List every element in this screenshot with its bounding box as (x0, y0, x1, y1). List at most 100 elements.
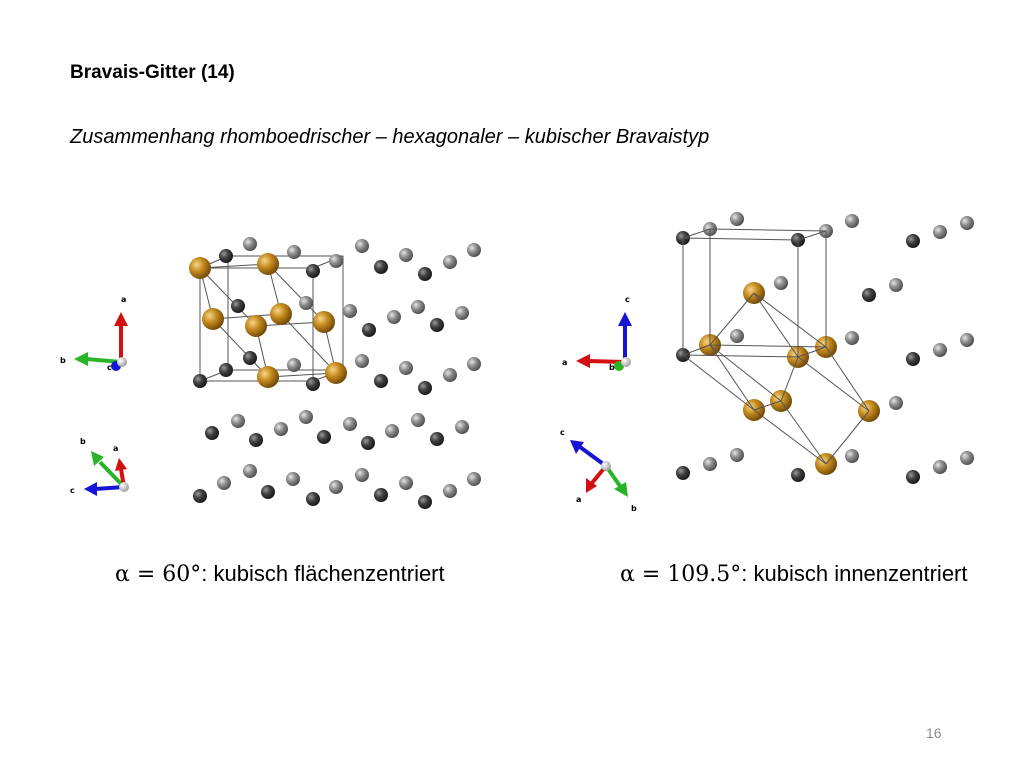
left-lattice-atom (467, 357, 481, 371)
alpha-109-formula: α = 109.5° (620, 562, 742, 587)
left-lattice-atom (467, 472, 481, 486)
axis-label-b: b (609, 363, 615, 372)
left-gold-atom (313, 311, 335, 333)
left-lattice-atom (217, 476, 231, 490)
right-lattice-atom (730, 329, 744, 343)
left-lattice-atom (243, 237, 257, 251)
right-lattice-atom (906, 352, 920, 366)
left-lattice-atom (455, 420, 469, 434)
axis-label-a: a (121, 295, 126, 304)
caption-right-text: : kubisch innenzentriert (741, 561, 968, 586)
left-lattice-atom (299, 410, 313, 424)
left-lattice-atom (274, 422, 288, 436)
axis-label-b: b (631, 504, 637, 513)
right-lattice-atom (845, 331, 859, 345)
left-lattice-atom (219, 249, 233, 263)
caption-right: α = 109.5°: kubisch innenzentriert (620, 561, 968, 587)
slide-subtitle: Zusammenhang rhomboedrischer – hexagonal… (70, 126, 710, 148)
page-number: 16 (926, 725, 942, 741)
left-lattice-atom (261, 485, 275, 499)
left-lattice-atom (343, 417, 357, 431)
axis-label-a: a (113, 444, 118, 453)
caption-left: α = 60°: kubisch flächenzentriert (115, 561, 445, 587)
right-unit-cell (682, 228, 870, 465)
left-axis-triad-top: a b c (60, 295, 128, 372)
axis-label-c: c (560, 428, 565, 437)
left-lattice-atom (306, 492, 320, 506)
left-lattice-atom (443, 255, 457, 269)
right-lattice-atom (933, 225, 947, 239)
left-lattice-atom (418, 267, 432, 281)
left-lattice-atom (231, 414, 245, 428)
left-lattice-atom (418, 381, 432, 395)
left-lattice-atom (361, 436, 375, 450)
right-lattice-atom (791, 468, 805, 482)
axis-label-a: a (576, 495, 581, 504)
left-gold-atom (325, 362, 347, 384)
right-lattice-atom (960, 333, 974, 347)
left-lattice-atom (443, 484, 457, 498)
left-lattice-atom (411, 300, 425, 314)
left-gold-atom (257, 253, 279, 275)
right-lattice-atom (676, 466, 690, 480)
left-lattice-atom (443, 368, 457, 382)
right-lattice-atom (889, 278, 903, 292)
left-gold-atom (202, 308, 224, 330)
right-lattice-atom (703, 457, 717, 471)
left-lattice-atom (355, 354, 369, 368)
right-lattice-atom (933, 460, 947, 474)
caption-left-text: : kubisch flächenzentriert (201, 561, 445, 586)
left-lattice-atom (374, 488, 388, 502)
left-lattice-atom (399, 248, 413, 262)
right-atom-lattice (676, 212, 974, 484)
left-lattice-atom (343, 304, 357, 318)
left-axis-triad-bottom: b a c (70, 437, 129, 496)
right-lattice-atom (862, 288, 876, 302)
left-lattice-atom (193, 489, 207, 503)
left-gold-atom (257, 366, 279, 388)
left-lattice-atom (411, 413, 425, 427)
left-lattice-atom (385, 424, 399, 438)
left-atom-lattice (189, 237, 481, 509)
right-lattice-atom (933, 343, 947, 357)
axis-label-b: b (80, 437, 86, 446)
right-lattice-atom (960, 451, 974, 465)
left-lattice-atom (455, 306, 469, 320)
left-lattice-atom (286, 472, 300, 486)
alpha-60-formula: α = 60° (115, 562, 202, 587)
left-lattice-atom (205, 426, 219, 440)
left-lattice-atom (219, 363, 233, 377)
left-lattice-atom (355, 239, 369, 253)
left-lattice-atom (467, 243, 481, 257)
left-lattice-atom (317, 430, 331, 444)
left-lattice-atom (306, 377, 320, 391)
left-lattice-atom (306, 264, 320, 278)
left-lattice-atom (399, 361, 413, 375)
right-lattice-atom (730, 212, 744, 226)
left-lattice-atom (287, 358, 301, 372)
axis-label-c: c (107, 363, 112, 372)
axis-label-c: c (70, 486, 75, 495)
left-lattice-atom (243, 351, 257, 365)
left-lattice-atom (243, 464, 257, 478)
left-lattice-atom (299, 296, 313, 310)
right-lattice-atom (960, 216, 974, 230)
left-lattice-atom (387, 310, 401, 324)
right-axis-triad-bottom: c a b (560, 428, 637, 513)
left-lattice-atom (374, 260, 388, 274)
right-lattice-atom (845, 214, 859, 228)
left-gold-atom (189, 257, 211, 279)
left-lattice-atom (231, 299, 245, 313)
axis-label-c: c (625, 295, 630, 304)
left-lattice-atom (374, 374, 388, 388)
axis-label-b: b (60, 356, 66, 365)
left-lattice-atom (329, 480, 343, 494)
left-lattice-atom (249, 433, 263, 447)
slide-title: Bravais-Gitter (14) (70, 62, 235, 83)
left-lattice-atom (399, 476, 413, 490)
left-gold-atom (245, 315, 267, 337)
left-lattice-atom (430, 432, 444, 446)
right-lattice-atom (774, 276, 788, 290)
